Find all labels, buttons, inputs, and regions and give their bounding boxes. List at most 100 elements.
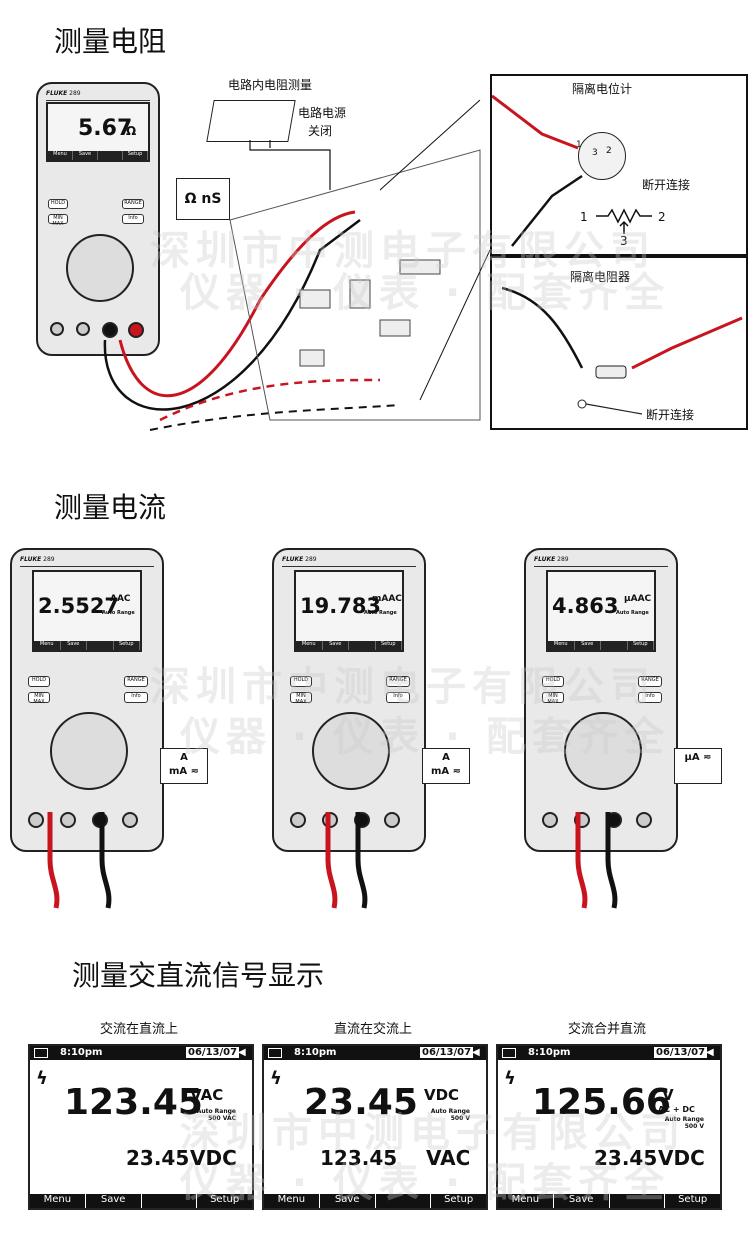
hazard-icon: ϟ [36,1068,48,1089]
softkey-menu[interactable]: Menu [498,1194,554,1208]
brand-logo: FLUKE [46,90,68,97]
meter-reading: 19.783 [300,594,382,618]
power-label-line1: 电路电源 [298,106,347,120]
range-button[interactable]: RANGE [386,676,410,687]
meter-reading: 4.863 [552,594,619,618]
jack-ma[interactable] [60,812,76,828]
jack-ma[interactable] [76,322,90,336]
hold-button[interactable]: HOLD [290,676,312,687]
softkey-menu[interactable]: Menu [30,1194,86,1208]
display-caption: 直流在交流上 [333,1022,412,1037]
model-label: 289 [43,556,55,563]
secondary-unit: VDC [190,1146,237,1170]
rotary-dial[interactable] [50,712,128,790]
jack-v[interactable] [128,322,144,338]
softkey-bar: Menu Save Setup [498,1194,720,1208]
main-unit-secondary: AC + DC [658,1105,695,1114]
softkey-save[interactable]: Save [61,641,87,650]
jack-v[interactable] [636,812,652,828]
jack-v[interactable] [122,812,138,828]
test-lead [575,812,588,909]
info-button[interactable]: Info [638,692,662,703]
callout-top: A [442,752,450,763]
softkey-menu[interactable]: Menu [264,1194,320,1208]
softkey-setup[interactable]: Setup [114,641,140,650]
jack-v[interactable] [384,812,400,828]
time-label: 8:10pm [60,1047,103,1058]
jack-a[interactable] [28,812,44,828]
range-value: 500 V [684,1123,704,1130]
jack-com[interactable] [102,322,118,338]
range-button[interactable]: RANGE [124,676,148,687]
multimeter-current: FLUKE 289 2.5527 AAC Auto Range Menu Sav… [10,548,164,852]
hazard-icon: ϟ [504,1068,516,1089]
softkey-menu[interactable]: Menu [34,641,61,650]
softkey-save[interactable]: Save [320,1194,376,1208]
meter-range: Auto Range [616,610,649,616]
test-lead [325,812,338,909]
info-button[interactable]: Info [124,692,148,703]
softkey-bar: Menu Save Setup [34,641,140,650]
minmax-button[interactable]: MIN MAX [28,692,50,705]
rotary-dial[interactable] [312,712,390,790]
softkey-save[interactable]: Save [73,151,98,160]
test-lead [605,812,618,909]
callout-bottom: mA ≂ [168,766,200,777]
softkey-menu[interactable]: Menu [48,151,73,160]
softkey-blank[interactable] [601,641,628,650]
info-button[interactable]: Info [122,214,144,224]
current-leads [47,812,618,909]
jack-a[interactable] [50,322,64,336]
hold-button[interactable]: HOLD [48,199,68,209]
softkey-menu[interactable]: Menu [548,641,575,650]
callout-top: A [180,752,188,763]
range-value: 500 V [450,1115,470,1122]
secondary-reading: 23.45 [126,1146,190,1170]
minmax-button[interactable]: MIN MAX [542,692,564,705]
info-button[interactable]: Info [386,692,410,703]
main-reading: 125.66 [532,1082,671,1123]
brand-logo: FLUKE [20,556,42,563]
hold-button[interactable]: HOLD [542,676,564,687]
rotary-dial[interactable] [66,234,134,302]
callout-bottom: mA ≂ [430,766,462,777]
hold-button[interactable]: HOLD [28,676,50,687]
softkey-blank[interactable] [87,641,114,650]
softkey-setup[interactable]: Setup [376,641,402,650]
minmax-button[interactable]: MIN MAX [290,692,312,705]
pot-pin-1: 1 [576,140,582,150]
meter-reading: 2.5527 [38,594,120,618]
meter-display: 8:10pm 06/13/07 ◀ ϟ 23.45 VDC Auto Range… [262,1044,488,1210]
rotary-dial[interactable] [564,712,642,790]
test-lead [47,812,60,909]
softkey-setup[interactable]: Setup [123,151,148,160]
softkey-setup[interactable]: Setup [628,641,654,650]
jack-a[interactable] [542,812,558,828]
softkey-blank[interactable] [142,1194,198,1208]
range-button[interactable]: RANGE [122,199,144,209]
secondary-reading: 23.45 [594,1146,658,1170]
model-label: 289 [69,90,81,97]
main-unit: VDC [424,1086,460,1104]
softkey-blank[interactable] [610,1194,666,1208]
softkey-save[interactable]: Save [86,1194,142,1208]
softkey-save[interactable]: Save [554,1194,610,1208]
softkey-save[interactable]: Save [575,641,601,650]
softkey-setup[interactable]: Setup [444,1194,474,1205]
range-mode: Auto Range [430,1108,470,1115]
softkey-setup[interactable]: Setup [678,1194,708,1205]
date-label: 06/13/07 [420,1047,474,1058]
softkey-save[interactable]: Save [323,641,349,650]
softkey-setup[interactable]: Setup [210,1194,240,1205]
softkey-bar: Menu Save Setup [296,641,402,650]
minmax-button[interactable]: MIN MAX [48,214,68,227]
softkey-menu[interactable]: Menu [296,641,323,650]
jack-a[interactable] [290,812,306,828]
range-button[interactable]: RANGE [638,676,662,687]
pot-pin-3: 3 [592,148,598,158]
softkey-blank[interactable] [376,1194,432,1208]
acdc-section-title: 测量交直流信号显示 [72,959,325,992]
display-status-bar: 8:10pm 06/13/07 ◀ [30,1046,252,1060]
softkey-blank[interactable] [98,151,123,160]
softkey-blank[interactable] [349,641,376,650]
